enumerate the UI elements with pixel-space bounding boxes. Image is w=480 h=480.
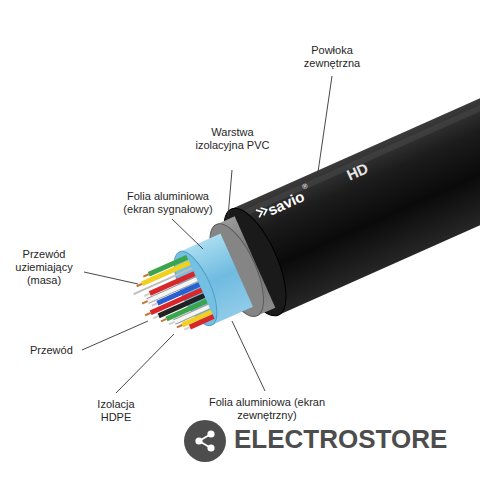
leader-line bbox=[84, 272, 138, 284]
share-dot bbox=[195, 437, 202, 444]
wire-tip bbox=[169, 322, 174, 324]
share-dot bbox=[207, 430, 214, 437]
part-label: Izolacja HDPE bbox=[85, 398, 147, 424]
share-dot bbox=[207, 444, 214, 451]
sheath-highlight bbox=[234, 36, 480, 220]
part-label: Folia aluminiowa (ekran zewnętrzny) bbox=[208, 396, 326, 422]
watermark-text: ELECTROSTORE bbox=[234, 425, 447, 454]
part-label: Warstwa izolacyjna PVC bbox=[195, 126, 270, 152]
wire-tip bbox=[153, 316, 158, 318]
watermark-circle bbox=[184, 420, 226, 462]
wire-tip bbox=[144, 294, 149, 296]
leader-line bbox=[172, 219, 203, 249]
leader-line bbox=[318, 76, 332, 172]
leader-line bbox=[116, 334, 174, 393]
wire-tip bbox=[161, 319, 166, 321]
wire bbox=[190, 317, 214, 328]
part-label: Folia aluminiowa (ekran sygnałowy) bbox=[112, 190, 224, 216]
wire-tip bbox=[145, 313, 150, 315]
leader-line bbox=[232, 321, 265, 391]
part-label: Przewód uziemiający (masa) bbox=[6, 248, 82, 287]
part-label: Przewód bbox=[30, 344, 90, 357]
wire-tip bbox=[143, 274, 148, 276]
wire-bundle bbox=[129, 257, 214, 342]
logo-text: savio bbox=[265, 187, 307, 218]
leader-lines bbox=[82, 76, 332, 393]
cable-print: HD bbox=[344, 159, 371, 183]
leader-line bbox=[82, 321, 148, 350]
wire-tip bbox=[142, 301, 147, 303]
leader-line bbox=[228, 170, 232, 217]
wire-tip bbox=[184, 327, 189, 329]
part-label: Powłoka zewnętrzna bbox=[292, 44, 372, 70]
watermark-icon bbox=[184, 420, 226, 462]
wire-tip bbox=[177, 325, 182, 327]
wire-tip bbox=[152, 303, 157, 305]
logo-mark: ® bbox=[301, 182, 309, 191]
